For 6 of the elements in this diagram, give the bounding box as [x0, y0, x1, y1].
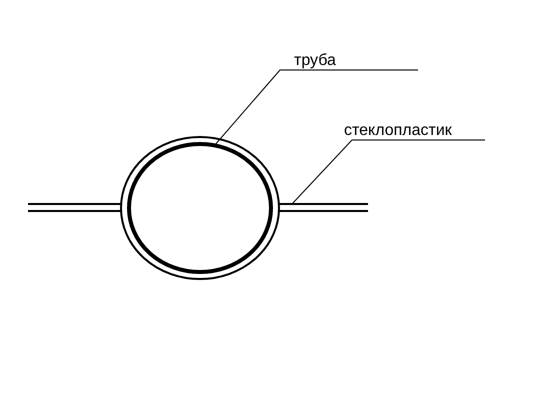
part-label: труба: [294, 52, 418, 70]
leader-line: [292, 140, 486, 204]
part-label: стеклопластик: [344, 122, 485, 140]
pipe-circle: [127, 142, 273, 274]
fiberglass-ring: [27, 136, 369, 280]
leader-line: [214, 70, 418, 146]
